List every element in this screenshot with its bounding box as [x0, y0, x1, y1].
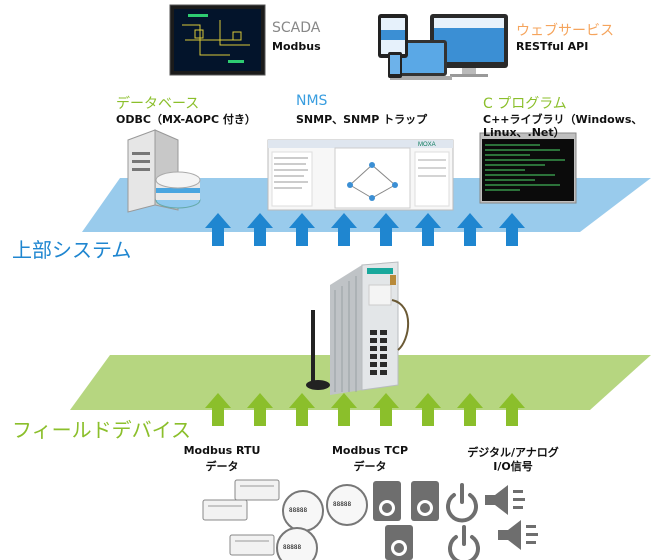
arrow-up-icon — [331, 213, 357, 246]
arrow-up-icon — [457, 213, 483, 246]
c-program-title: C プログラム — [483, 96, 567, 112]
nms-title: NMS — [296, 93, 328, 109]
upward-arrows-blue — [205, 213, 525, 246]
meter-readout: 88888 — [283, 544, 302, 551]
modbus-tcp-data-label: データ — [353, 460, 387, 473]
scada-screen-icon — [169, 4, 266, 76]
modbus-rtu-data-label: データ — [205, 460, 239, 473]
arrow-up-icon — [205, 213, 231, 246]
modbus-tcp-label: Modbus TCP — [331, 444, 409, 457]
web-services-title: ウェブサービス — [516, 23, 614, 39]
modbus-rtu-label: Modbus RTU — [183, 444, 261, 457]
scada-subtitle: Modbus — [272, 40, 321, 53]
arrow-up-icon — [331, 393, 357, 426]
c-program-subtitle-line2: Linux、.Net） — [483, 126, 565, 139]
arrow-up-icon — [415, 393, 441, 426]
arrow-up-icon — [457, 393, 483, 426]
web-services-subtitle: RESTful API — [516, 40, 589, 53]
database-title: データベース — [116, 96, 200, 112]
arrow-up-icon — [499, 393, 525, 426]
arrow-up-icon — [415, 213, 441, 246]
arrow-up-icon — [205, 393, 231, 426]
arrow-up-icon — [247, 393, 273, 426]
io-signal-label: I/O信号 — [493, 460, 533, 473]
upward-arrows-green — [205, 393, 525, 426]
arrow-up-icon — [289, 213, 315, 246]
speaker-icon — [373, 481, 439, 560]
arrow-up-icon — [373, 393, 399, 426]
arrow-up-icon — [247, 213, 273, 246]
upper-system-label: 上部システム — [12, 238, 132, 262]
horn-icon — [485, 485, 538, 550]
database-cylinder-icon — [155, 171, 201, 209]
arrow-up-icon — [289, 393, 315, 426]
nms-screenshot-icon — [267, 139, 454, 211]
arrow-up-icon — [499, 213, 525, 246]
meter-readout: 88888 — [289, 507, 308, 514]
power-symbol-icon — [446, 483, 480, 560]
arrow-up-icon — [373, 213, 399, 246]
nms-logo-text: MOXA — [418, 142, 436, 148]
database-subtitle: ODBC（MX-AOPC 付き） — [116, 113, 256, 126]
console-window-icon — [479, 132, 577, 204]
scada-title: SCADA — [272, 20, 321, 36]
digital-analog-label: デジタル/アナログ — [467, 446, 559, 459]
io-module-device-icon — [306, 261, 410, 395]
web-devices-icon — [378, 14, 508, 80]
meter-readout: 88888 — [333, 501, 352, 508]
field-devices-label: フィールドデバイス — [12, 418, 191, 442]
panel-meter-icon — [202, 479, 280, 556]
digital-meter-icon — [276, 484, 368, 560]
c-program-subtitle-line1: C++ライブラリ（Windows、 — [483, 113, 643, 126]
nms-subtitle: SNMP、SNMP トラップ — [296, 113, 428, 126]
